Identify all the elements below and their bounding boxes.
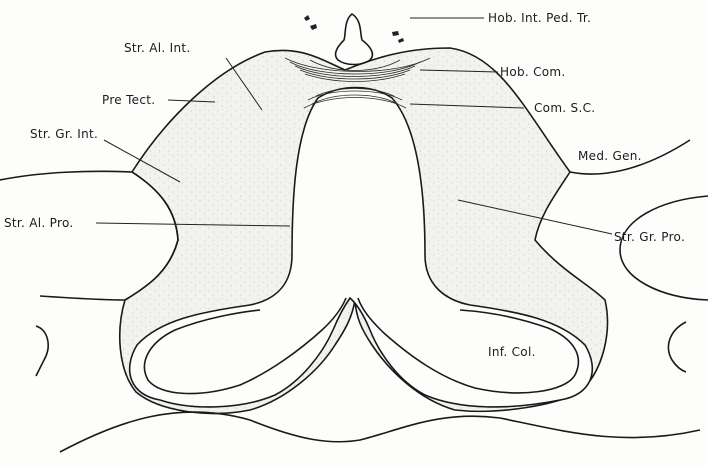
peduncular-tract-marks: [304, 15, 404, 43]
label-str-gr-int: Str. Gr. Int.: [30, 127, 98, 141]
left-small-curve: [36, 326, 48, 376]
label-hob-com: Hob. Com.: [500, 65, 566, 79]
label-str-al-pro: Str. Al. Pro.: [4, 216, 74, 230]
label-str-al-int: Str. Al. Int.: [124, 41, 191, 55]
left-lateral-structure: [0, 171, 178, 300]
label-pre-tect: Pre Tect.: [102, 93, 155, 107]
label-inf-col: Inf. Col.: [488, 345, 536, 359]
label-com-sc: Com. S.C.: [534, 101, 595, 115]
label-med-gen: Med. Gen.: [578, 149, 642, 163]
right-lateral-lobe: [620, 196, 708, 300]
pineal-structure: [336, 14, 373, 65]
label-hob-int-ped-tr: Hob. Int. Ped. Tr.: [488, 11, 591, 25]
lower-wavy-boundary: [60, 412, 700, 452]
label-str-gr-pro: Str. Gr. Pro.: [614, 230, 685, 244]
right-small-curve: [668, 322, 686, 372]
